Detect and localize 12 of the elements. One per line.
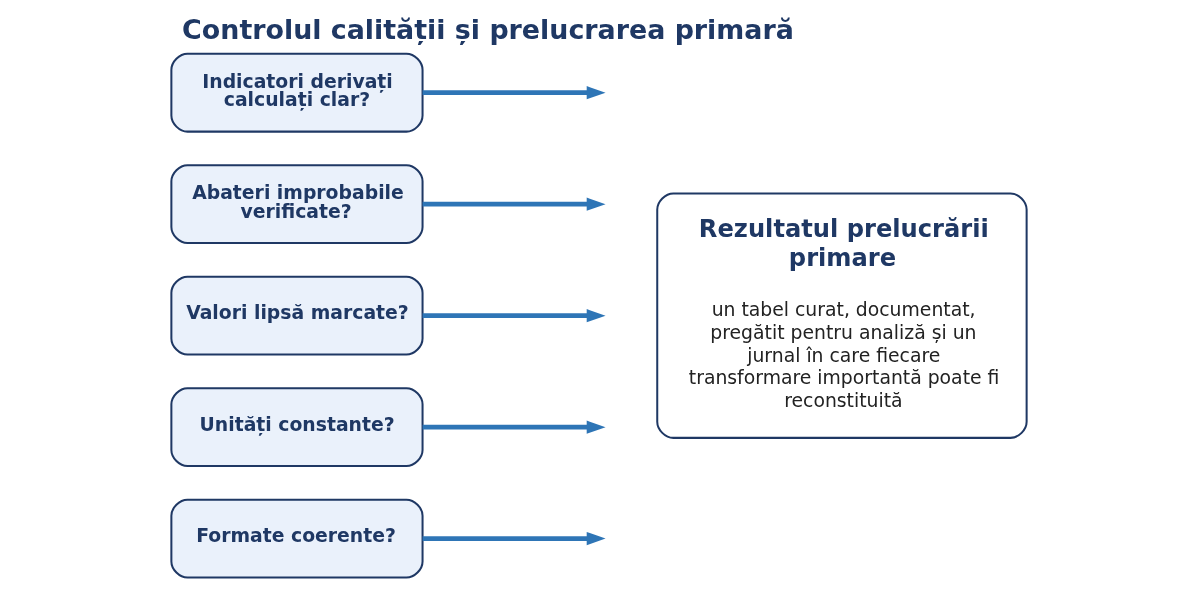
node-box: Indicatori derivați calculați clar? <box>170 52 424 133</box>
node-box: Rezultatul prelucrării primare un tabel curat, documentat, pregătit pentru analiză și un jurnal în care fiecare transformare importantă poate fi reconstituită <box>656 192 1028 439</box>
arrow <box>422 197 606 211</box>
arrow <box>422 86 606 100</box>
diagram-title: Controlul calității și prelucrarea primară <box>182 13 794 45</box>
node-box: Formate coerente? <box>170 498 424 579</box>
node-box: Valori lipsă marcate? <box>170 275 424 356</box>
node-box: Abateri improbabile verificate? <box>170 164 424 245</box>
arrow <box>422 532 606 546</box>
arrow <box>422 309 606 323</box>
arrow <box>422 420 606 434</box>
node-box: Unități constante? <box>170 387 424 468</box>
